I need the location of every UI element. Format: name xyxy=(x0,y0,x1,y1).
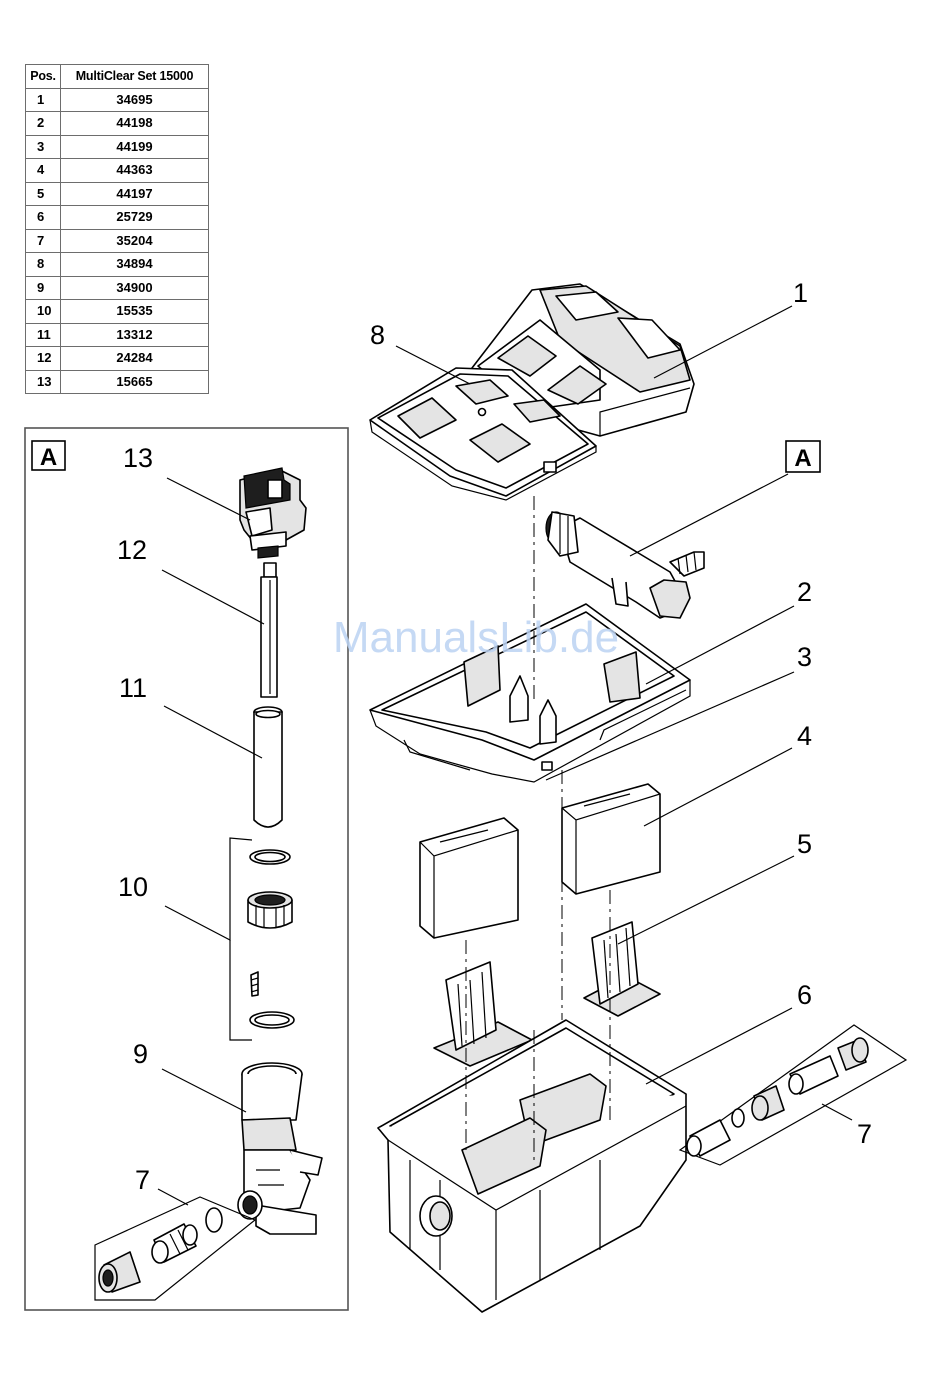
part-5-brush-holder-right xyxy=(584,922,660,1016)
part-7-main-hose-tail xyxy=(680,1025,906,1165)
leader-a xyxy=(630,474,788,556)
main-detail-label: A xyxy=(794,445,811,472)
part-9-uvc-housing xyxy=(238,1063,322,1234)
callout-7-right: 7 xyxy=(857,1119,872,1149)
part-a-uvc-clarifier xyxy=(546,512,704,618)
leader-6 xyxy=(646,1008,792,1084)
part-11-quartz-tube xyxy=(254,707,282,827)
part-7-inset-hose-tail xyxy=(95,1197,255,1300)
callout-1: 1 xyxy=(793,278,808,308)
inset-detail-label: A xyxy=(40,444,57,471)
leader-11 xyxy=(164,706,262,758)
callout-8: 8 xyxy=(370,320,385,350)
leader-4 xyxy=(644,748,792,826)
leader-12 xyxy=(162,570,264,624)
part-6-filter-box xyxy=(378,1020,686,1312)
callout-5: 5 xyxy=(797,829,812,859)
part-4-filter-foam-left xyxy=(420,818,518,938)
part-10-seal-set xyxy=(248,850,294,1028)
callout-2: 2 xyxy=(797,577,812,607)
part-13-uvc-head xyxy=(240,468,306,558)
leader-13 xyxy=(167,478,250,520)
callout-6: 6 xyxy=(797,980,812,1010)
callout-3: 3 xyxy=(797,642,812,672)
leader-9 xyxy=(162,1069,246,1112)
watermark: ManualsLib.de xyxy=(333,613,619,662)
callout-7-left: 7 xyxy=(135,1165,150,1195)
callout-10: 10 xyxy=(118,872,148,902)
callout-12: 12 xyxy=(117,535,147,565)
leader-7-left xyxy=(158,1189,188,1205)
leader-2 xyxy=(646,606,794,684)
part-4-filter-foam-right xyxy=(562,784,660,894)
part-12-rod xyxy=(261,563,277,697)
leader-10b xyxy=(230,940,252,1040)
callout-4: 4 xyxy=(797,721,812,751)
callout-13: 13 xyxy=(123,443,153,473)
leader-10 xyxy=(165,838,252,940)
leader-8 xyxy=(396,346,470,384)
callout-11: 11 xyxy=(119,673,147,703)
callout-9: 9 xyxy=(133,1039,148,1069)
leader-7-right xyxy=(822,1104,852,1120)
